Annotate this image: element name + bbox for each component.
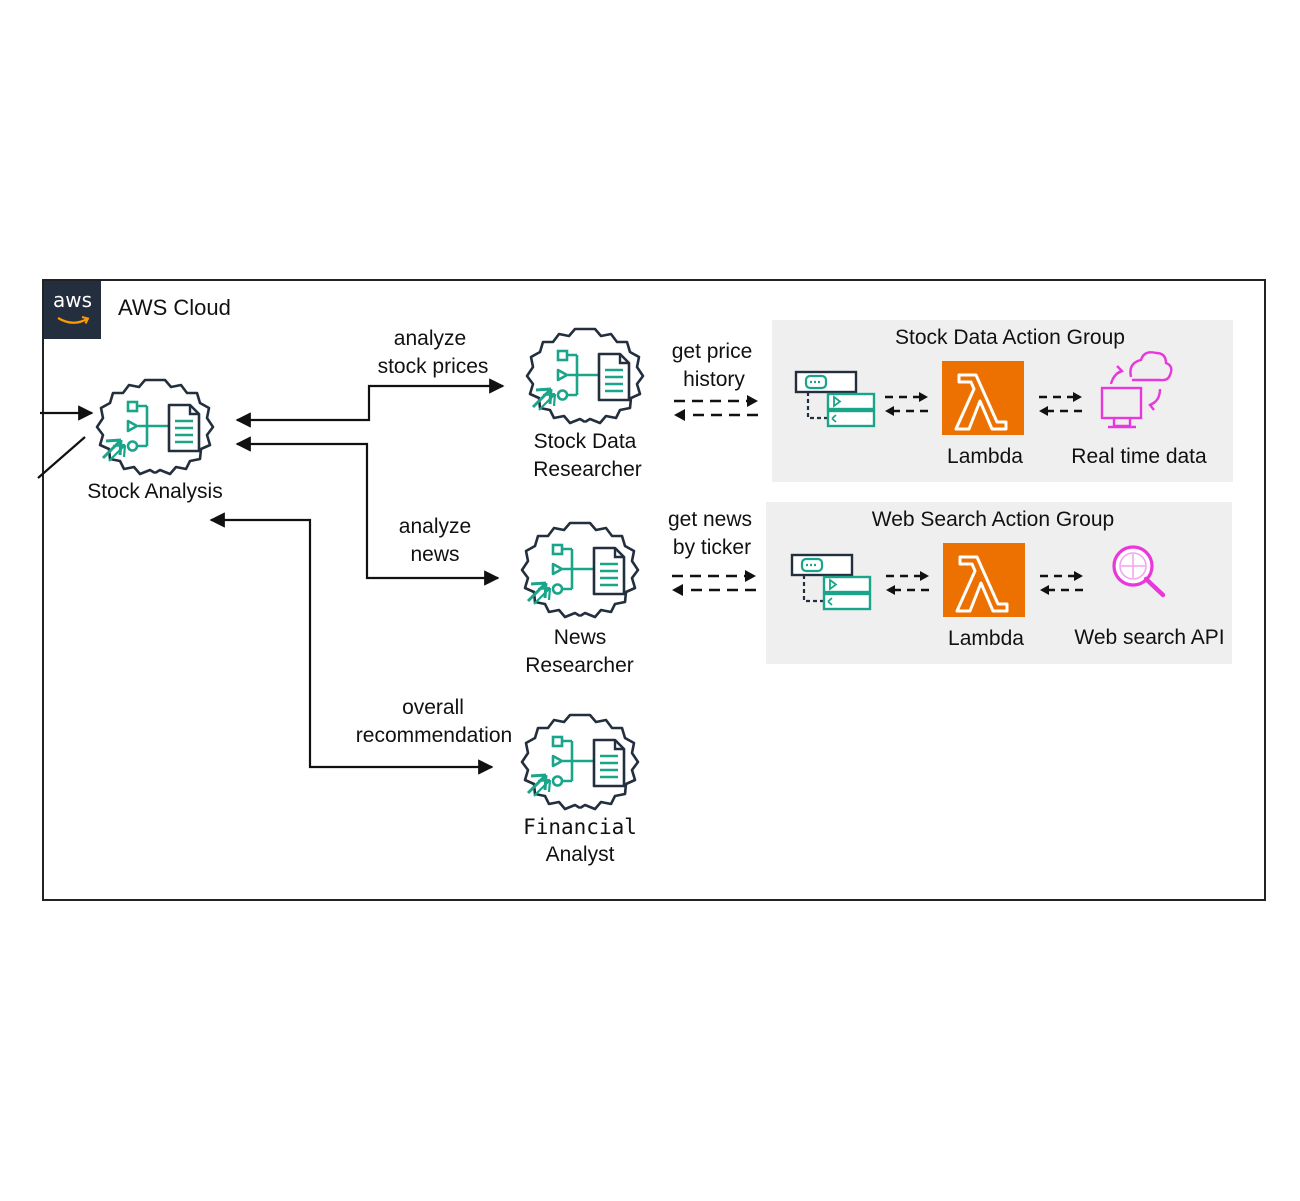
web-group-target-label: Web search API — [1074, 626, 1225, 649]
stock-group-lambda-label: Lambda — [947, 445, 1023, 468]
news-researcher-icon — [520, 521, 640, 619]
edge-stock-prices-line2: stock prices — [377, 355, 489, 378]
financial-analyst-line1: Financial — [523, 815, 637, 839]
lambda-icon-stock — [954, 373, 1008, 431]
edge-news-line1: analyze — [398, 515, 472, 538]
news-researcher-line1: News — [553, 626, 607, 649]
dashed-arrows-news-ticker — [670, 568, 758, 598]
stock-data-researcher-line1: Stock Data — [533, 430, 637, 453]
stock-data-researcher-line2: Researcher — [533, 458, 642, 481]
dashed-arrows-lambda-search — [1038, 569, 1085, 597]
aws-cloud-title: AWS Cloud — [118, 295, 231, 320]
edge-price-history-line1: get price — [671, 340, 753, 363]
api-schema-icon-stock — [794, 370, 876, 428]
edge-news-ticker-line2: by ticker — [672, 536, 752, 559]
edge-news-line2: news — [410, 543, 460, 566]
edge-stock-prices — [235, 378, 505, 428]
edge-recommendation-line1: overall — [402, 696, 464, 719]
aws-cloud-boundary — [42, 279, 1266, 901]
api-schema-icon-web — [790, 553, 872, 611]
web-search-icon — [1112, 545, 1166, 598]
edge-recommendation-line2: recommendation — [355, 724, 513, 747]
financial-analyst-line2: Analyst — [545, 843, 615, 866]
aws-smile-icon — [57, 316, 90, 324]
stock-group-target-label: Real time data — [1071, 445, 1207, 468]
dashed-arrows-api-lambda-web — [884, 569, 931, 597]
stock-group-title: Stock Data Action Group — [895, 326, 1125, 349]
stock-data-researcher-icon — [525, 327, 645, 425]
lambda-icon-web — [955, 555, 1009, 613]
aws-logo-text: aws — [52, 288, 93, 312]
financial-analyst-icon — [520, 713, 640, 811]
edge-recommendation — [209, 512, 494, 775]
web-group-title: Web Search Action Group — [871, 508, 1115, 531]
news-researcher-line2: Researcher — [525, 654, 634, 677]
edge-stock-prices-line1: analyze — [393, 327, 467, 350]
lambda-tile-stock — [942, 361, 1024, 435]
web-group-lambda-label: Lambda — [948, 627, 1024, 650]
lambda-tile-web — [943, 543, 1025, 617]
aws-logo: aws — [44, 281, 101, 339]
real-time-data-icon — [1100, 351, 1173, 429]
stock-analysis-agent-icon — [95, 378, 215, 476]
edge-price-history-line2: history — [683, 368, 745, 391]
dashed-arrows-lambda-data — [1037, 390, 1084, 418]
dashed-arrows-price-history — [672, 393, 760, 423]
inbound-line — [37, 436, 86, 479]
dashed-arrows-api-lambda-stock — [883, 390, 930, 418]
edge-news-ticker-line1: get news — [667, 508, 753, 531]
stock-analysis-label: Stock Analysis — [87, 480, 223, 503]
